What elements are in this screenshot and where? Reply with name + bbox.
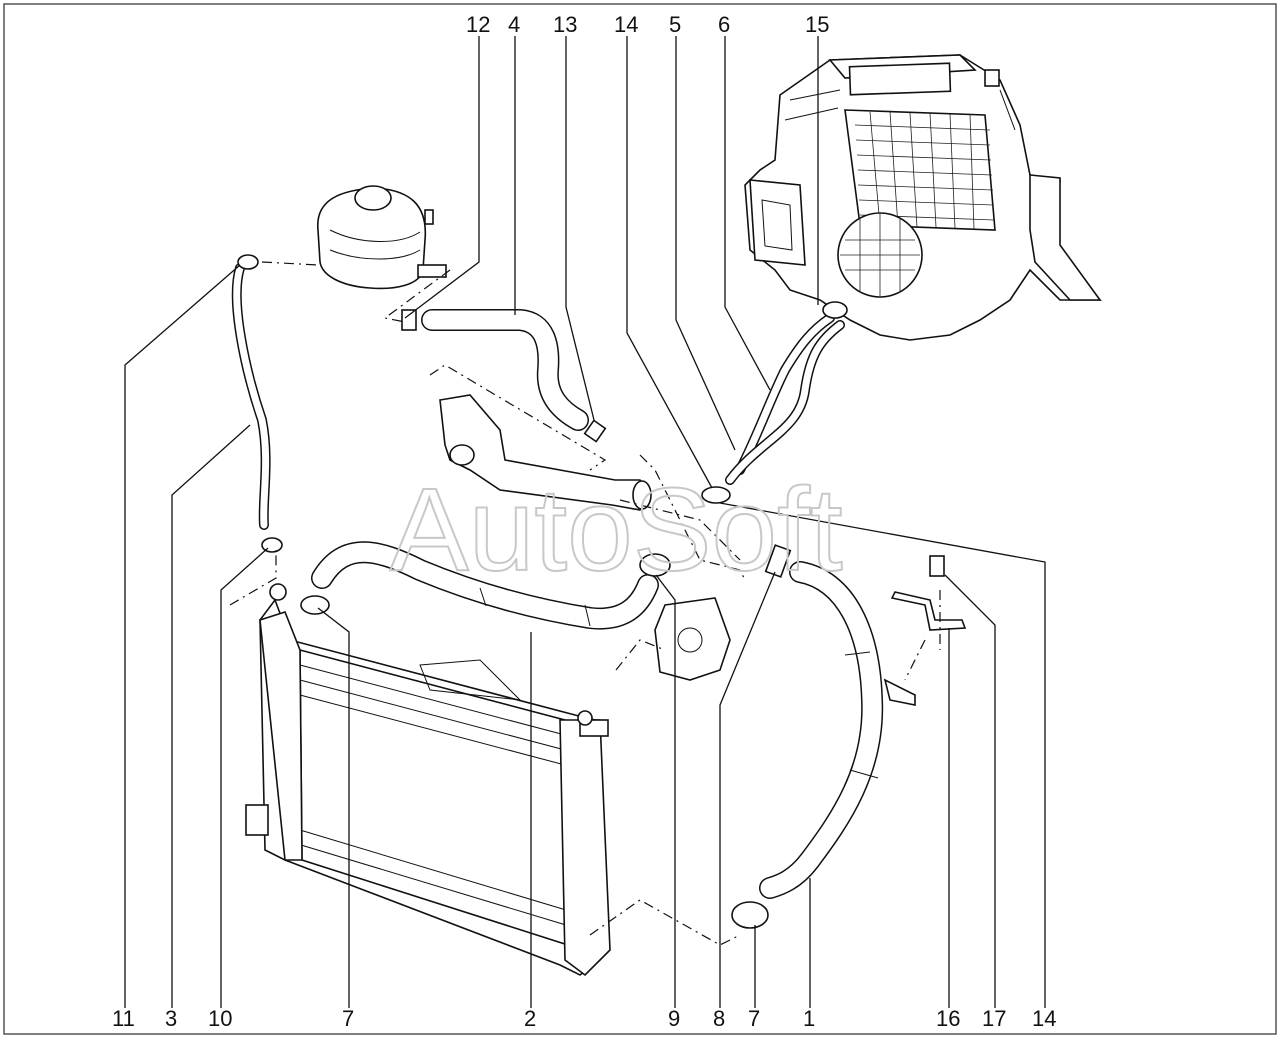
callout-1: 1 — [803, 1006, 815, 1031]
hose-1 — [759, 561, 884, 899]
callout-7-left: 7 — [342, 1006, 354, 1031]
callout-3: 3 — [165, 1006, 177, 1031]
frame-border — [3, 3, 1277, 1035]
hose-4 — [421, 309, 589, 431]
callout-11: 11 — [112, 1006, 135, 1031]
callout-9: 9 — [668, 1006, 680, 1031]
callout-6: 6 — [718, 12, 730, 37]
callout-4: 4 — [508, 12, 520, 37]
watermark: AutoSoft — [390, 464, 843, 596]
callout-14-bottom: 14 — [1032, 1006, 1056, 1031]
callout-10: 10 — [208, 1006, 232, 1031]
callout-12: 12 — [466, 12, 490, 37]
expansion-tank — [317, 185, 447, 290]
hose-5-6 — [725, 313, 845, 485]
clamps — [237, 254, 967, 929]
engine-outlet — [439, 394, 731, 681]
assembly-lines — [229, 261, 941, 946]
hose-2 — [311, 541, 659, 630]
callout-8: 8 — [713, 1006, 725, 1031]
callout-5: 5 — [669, 12, 681, 37]
callout-7-right: 7 — [748, 1006, 760, 1031]
callout-16: 16 — [936, 1006, 960, 1031]
hose-3 — [231, 263, 271, 530]
callout-13: 13 — [553, 12, 577, 37]
heater-unit — [744, 54, 1102, 341]
callout-17: 17 — [982, 1006, 1006, 1031]
callout-15: 15 — [805, 12, 829, 37]
leader-lines — [124, 36, 1046, 1008]
radiator — [245, 583, 611, 977]
callout-2: 2 — [524, 1006, 536, 1031]
callout-14-top: 14 — [614, 12, 638, 37]
